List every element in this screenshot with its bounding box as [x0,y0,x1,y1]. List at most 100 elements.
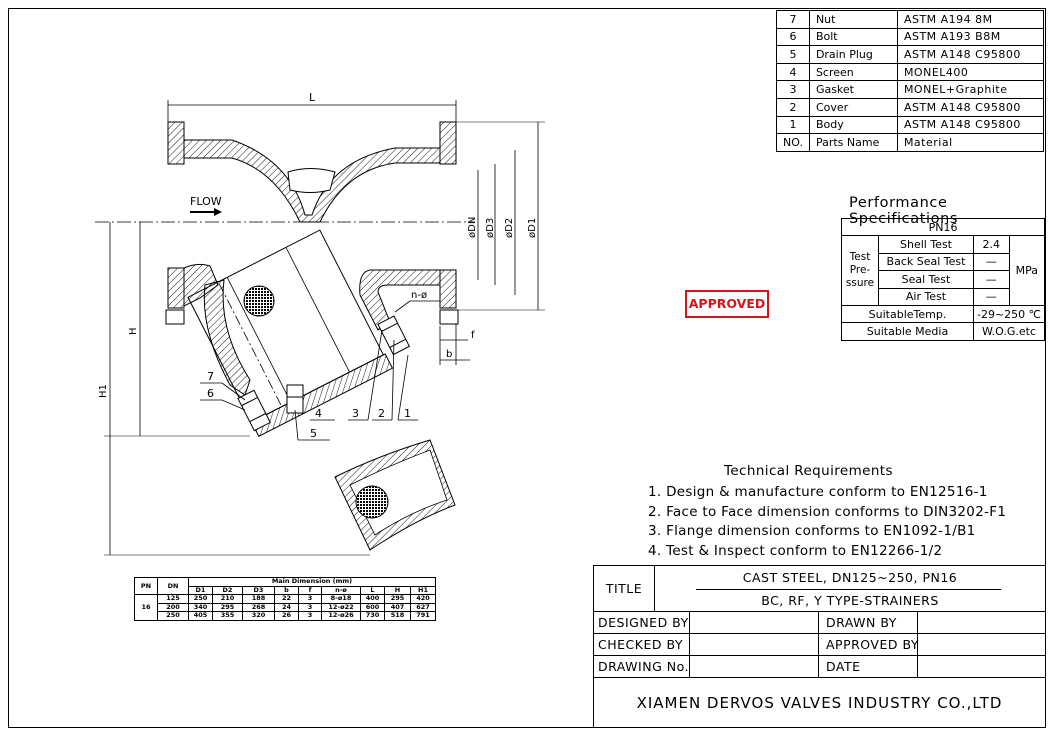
parts-row: 5 Drain Plug ASTM A148 C95800 [776,45,1044,64]
part-name: Drain Plug [808,45,898,64]
technical-requirements-title: Technical Requirements [724,463,893,479]
part-name: Cover [808,97,898,117]
dim-cell: 627 [410,602,436,612]
parts-row: 3 Gasket MONEL+Graphite [776,80,1044,99]
checked-by-label: CHECKED BY [598,636,683,652]
dim-col-header: n-ø [321,585,361,595]
test-pressure-label: Test Pre- ssure [841,235,879,306]
dim-label-D2: øD2 [504,218,515,238]
parts-header-name: Parts Name [808,133,898,152]
temp-value: -29~250 ℃ [972,304,1046,324]
parts-header-row: NO. Parts Name Material [776,133,1044,152]
callout-2: 2 [378,407,385,420]
media-value: W.O.G.etc [972,322,1046,341]
part-name: Screen [808,62,898,82]
test-name: Air Test [878,287,974,306]
dim-cell: 405 [188,611,213,621]
dim-cell: 26 [274,611,299,621]
parts-row: 1 Body ASTM A148 C95800 [776,115,1044,135]
dim-dn: 125 [157,594,189,604]
test-name: Back Seal Test [878,252,974,272]
test-name: Seal Test [878,270,974,289]
main-dimension-table: PN DN Main Dimension (mm) D1 D2 D3 b f n… [134,577,436,621]
dim-cell: 12-ø22 [321,602,361,612]
callout-6: 6 [207,387,214,400]
dim-row: 250 405 355 320 26 3 12-ø26 730 518 791 [135,611,436,621]
dim-cell: 518 [384,611,411,621]
dim-cell: 268 [242,602,275,612]
dim-label-f: f [471,330,475,341]
dim-cell: 791 [410,611,436,621]
dim-cell: 24 [274,602,299,612]
parts-header-no: NO. [776,133,810,152]
dim-cell: 210 [212,594,243,604]
dim-cell: 600 [360,602,385,612]
dim-row: 200 340 295 268 24 3 12-ø22 600 407 627 [135,602,436,612]
part-no: 6 [776,27,810,47]
dim-cell: 320 [242,611,275,621]
parts-row: 4 Screen MONEL400 [776,62,1044,82]
dim-cell: 730 [360,611,385,621]
part-no: 4 [776,62,810,82]
technical-requirement-item: 1. Design & manufacture conform to EN125… [648,484,988,500]
performance-table: PN16 Test Pre- ssure Shell Test 2.4 MPa … [840,217,1046,341]
part-no: 5 [776,45,810,64]
part-material: MONEL+Graphite [896,80,1044,99]
pressure-unit: MPa [1008,235,1046,306]
part-name: Nut [808,10,898,29]
dim-cell: 22 [274,594,299,604]
dim-col-header: L [360,585,385,595]
dim-cell: 250 [188,594,213,604]
designed-row: DESIGNED BY DRAWN BY [594,611,1045,634]
dim-col-header: D2 [212,585,243,595]
checked-row: CHECKED BY APPROVED BY [594,633,1045,656]
dim-col-header: f [298,585,322,595]
test-value: — [973,252,1010,272]
part-name: Bolt [808,27,898,47]
test-value: — [973,287,1010,306]
media-label: Suitable Media [841,322,974,341]
part-material: ASTM A194 8M [896,10,1044,29]
title-row: TITLE CAST STEEL, DN125~250, PN16 BC, RF… [594,566,1045,612]
part-name: Gasket [808,80,898,99]
dim-label-b: b [446,349,452,360]
approved-stamp: APPROVED [685,290,769,318]
drawing-frame [8,8,1046,728]
dim-label-L: L [309,91,316,104]
dim-cell: 295 [384,594,411,604]
part-no: 1 [776,115,810,135]
drawing-no-row: DRAWING No. DATE [594,655,1045,678]
company-name: XIAMEN DERVOS VALVES INDUSTRY CO.,LTD [636,694,1003,712]
dim-cell: 12-ø26 [321,611,361,621]
dim-col-header: D1 [188,585,213,595]
drawn-by-label: DRAWN BY [826,614,897,630]
part-name: Body [808,115,898,135]
parts-row: 6 Bolt ASTM A193 B8M [776,27,1044,47]
dim-cell: 407 [384,602,411,612]
dim-label-D1: øD1 [527,218,538,238]
part-material: ASTM A148 C95800 [896,115,1044,135]
dim-header-main: Main Dimension (mm) [188,577,436,587]
technical-requirement-item: 2. Face to Face dimension conforms to DI… [648,503,1007,520]
dim-cell: 295 [212,602,243,612]
dim-pn-value: 16 [134,594,158,621]
part-no: 3 [776,80,810,99]
title-line-1: CAST STEEL, DN125~250, PN16 [742,569,958,585]
dim-cell: 355 [212,611,243,621]
parts-header-material: Material [896,133,1044,152]
temp-label: SuitableTemp. [841,304,974,324]
parts-list-table: 7 Nut ASTM A194 8M 6 Bolt ASTM A193 B8M … [776,10,1044,152]
parts-row: 2 Cover ASTM A148 C95800 [776,97,1044,117]
callout-3: 3 [352,407,359,420]
title-line-2: BC, RF, Y TYPE-STRAINERS [761,593,939,608]
dim-row: 16 125 250 210 188 22 3 8-ø18 400 295 42… [134,594,436,621]
title-block: TITLE CAST STEEL, DN125~250, PN16 BC, RF… [593,565,1046,728]
dim-label-H: H [128,327,139,335]
dim-col-header: H [384,585,411,595]
drawing-no-label: DRAWING No. [598,658,689,674]
dim-label-D3: øD3 [485,218,496,238]
dim-label-DN: øDN [467,217,478,238]
test-value: 2.4 [973,235,1010,254]
dim-col-header: H1 [410,585,436,595]
